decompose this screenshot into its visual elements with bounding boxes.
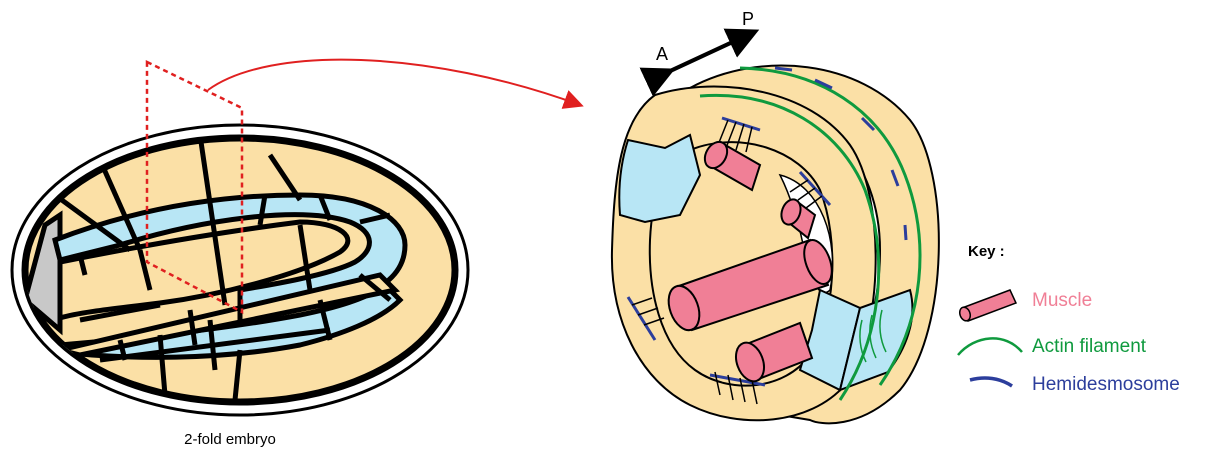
legend-title: Key :: [968, 243, 1005, 260]
cross-section: A P: [612, 9, 939, 423]
axis-posterior-label: P: [742, 9, 754, 29]
muscle-cylinder-icon: [958, 290, 1016, 322]
two-fold-embryo: 2-fold embryo: [12, 62, 468, 448]
legend-label-hemidesmosome: Hemidesmosome: [1032, 374, 1180, 395]
section-arrow: [208, 60, 580, 105]
actin-arc-icon: [958, 338, 1022, 355]
legend-label-muscle: Muscle: [1032, 290, 1092, 311]
ap-axis-arrow: [668, 33, 752, 72]
legend: Key : Muscle Actin filament Hemidesmosom…: [958, 243, 1180, 395]
legend-label-actin: Actin filament: [1032, 336, 1147, 357]
embryo-caption: 2-fold embryo: [184, 431, 276, 448]
hemidesmosome-dash-icon: [970, 378, 1012, 386]
axis-anterior-label: A: [656, 44, 668, 64]
